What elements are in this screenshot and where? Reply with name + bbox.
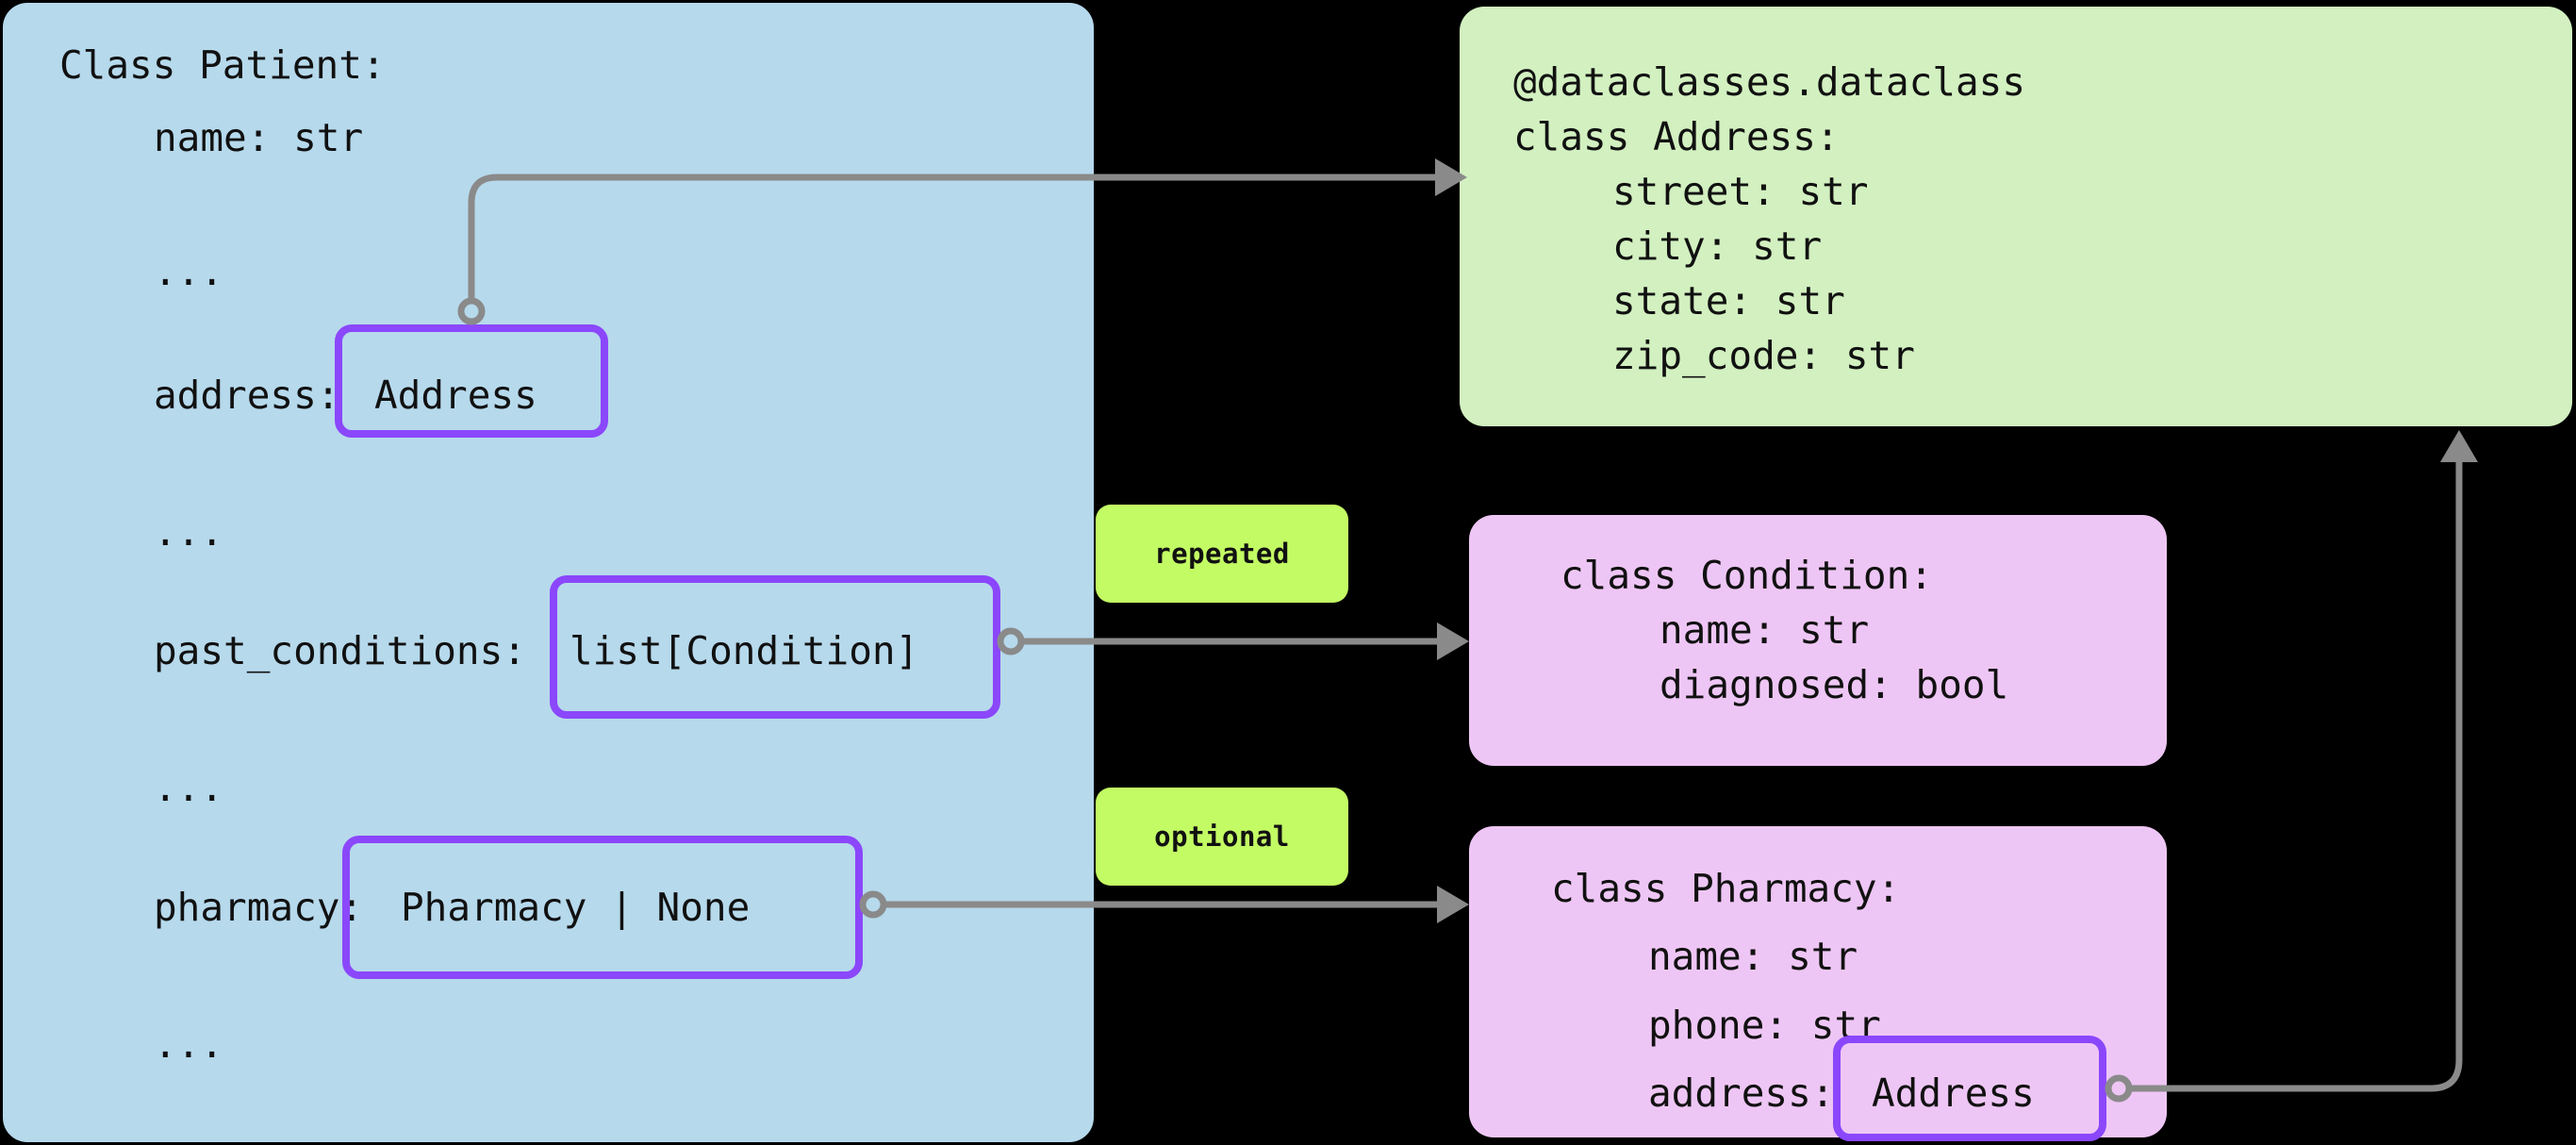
patient-field-name: name: str xyxy=(154,115,364,160)
pharmacy-address-type-text: Address xyxy=(1872,1070,2035,1116)
patient-field-pharmacy-label: pharmacy: xyxy=(154,885,364,930)
pharmacy-field-name: name: str xyxy=(1648,934,1858,979)
patient-pharmacy-type-text: Pharmacy | None xyxy=(401,885,751,930)
address-field-city: city: str xyxy=(1612,224,1823,269)
patient-address-type-text: Address xyxy=(374,373,537,418)
address-class-header: class Address: xyxy=(1513,114,1840,159)
address-class-panel xyxy=(1460,7,2572,426)
condition-class-panel xyxy=(1469,515,2167,766)
highlight-past-conditions-type[interactable] xyxy=(550,575,1000,719)
patient-field-address-label: address: xyxy=(154,373,340,418)
badge-optional: optional xyxy=(1096,788,1348,886)
highlight-pharmacy-type[interactable] xyxy=(342,836,863,979)
pharmacy-class-panel xyxy=(1469,826,2167,1137)
pharmacy-field-address-label: address: xyxy=(1648,1070,1835,1116)
patient-class-title: Class Patient: xyxy=(59,42,386,88)
address-field-street: street: str xyxy=(1612,169,1869,214)
address-decorator: @dataclasses.dataclass xyxy=(1513,59,2026,105)
highlight-pharmacy-address-type[interactable] xyxy=(1833,1036,2106,1141)
condition-field-diagnosed: diagnosed: bool xyxy=(1660,662,2009,707)
patient-ellipsis-4: ... xyxy=(154,1021,224,1067)
patient-ellipsis-2: ... xyxy=(154,509,224,555)
address-field-zip-code: zip_code: str xyxy=(1612,333,1915,378)
patient-ellipsis-1: ... xyxy=(154,249,224,294)
patient-ellipsis-3: ... xyxy=(154,765,224,810)
condition-field-name: name: str xyxy=(1660,607,1870,653)
pharmacy-class-header: class Pharmacy: xyxy=(1551,866,1901,911)
condition-class-header: class Condition: xyxy=(1560,553,1933,598)
address-field-state: state: str xyxy=(1612,278,1845,324)
patient-field-past-conditions-label: past_conditions: xyxy=(154,628,526,673)
patient-past-conditions-type-text: list[Condition] xyxy=(570,628,919,673)
badge-repeated: repeated xyxy=(1096,505,1348,603)
highlight-address-type[interactable] xyxy=(335,324,608,438)
